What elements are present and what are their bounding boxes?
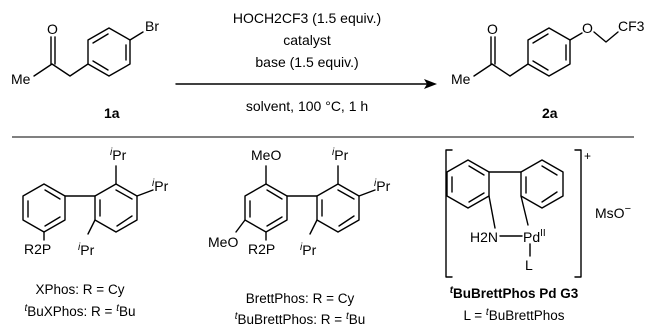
reactant-o-label: O: [47, 21, 58, 37]
precatalyst-structure: [446, 159, 564, 257]
product-compound-label: 2a: [542, 105, 558, 121]
catalyst-text: catalyst: [283, 32, 331, 48]
base-text: base (1.5 equiv.): [255, 54, 358, 70]
brettphos-meo-bottom: MeO: [208, 234, 238, 250]
reagent-text: HOCH2CF3 (1.5 equiv.): [233, 10, 381, 26]
xphos-ipr-bottom: iPr: [78, 242, 95, 258]
arrowhead: [424, 79, 437, 89]
xphos-r2p-label: R2P: [24, 241, 51, 257]
brettphos-ipr-right: iPr: [374, 178, 391, 194]
precat-nh2-label: H2N: [470, 229, 498, 245]
reactant-br-label: Br: [145, 18, 159, 34]
brettphos-meo-top: MeO: [251, 147, 281, 163]
xphos-caption-2: tBuXPhos: R = tBu: [24, 303, 135, 319]
reactant-me-label: Me: [11, 71, 31, 87]
brettphos-ipr-top: iPr: [332, 147, 349, 163]
brettphos-ipr-bottom: iPr: [300, 242, 317, 258]
xphos-caption-1: XPhos: R = Cy: [36, 282, 125, 297]
brettphos-caption-1: BrettPhos: R = Cy: [246, 291, 355, 306]
xphos-ipr-right: iPr: [152, 178, 169, 194]
precat-pd-label: PdII: [523, 228, 546, 245]
xphos-ipr-top: iPr: [110, 147, 127, 163]
precat-caption-2: L = tBuBrettPhos: [464, 307, 565, 323]
reactant-1a-structure: [33, 27, 144, 77]
product-me-label: Me: [451, 71, 471, 87]
brettphos-structure: [235, 165, 376, 241]
precat-charge: +: [584, 149, 591, 163]
xphos-structure: [22, 165, 154, 241]
precatalyst-brackets: [445, 149, 582, 278]
product-o-label: O: [487, 21, 498, 37]
precat-counterion: MsO−: [595, 203, 631, 221]
product-2a-structure: [473, 27, 619, 77]
product-ether-o-label: O: [582, 20, 593, 36]
brettphos-r2p-label: R2P: [248, 241, 275, 257]
brettphos-caption-2: tBuBrettPhos: R = tBu: [235, 311, 366, 327]
product-cf3-label: CF3: [618, 18, 645, 34]
precat-caption-1: tBuBrettPhos Pd G3: [450, 285, 579, 301]
precat-l-label: L: [525, 257, 533, 273]
conditions-below-text: solvent, 100 °C, 1 h: [246, 98, 368, 114]
reactant-compound-label: 1a: [104, 105, 120, 121]
